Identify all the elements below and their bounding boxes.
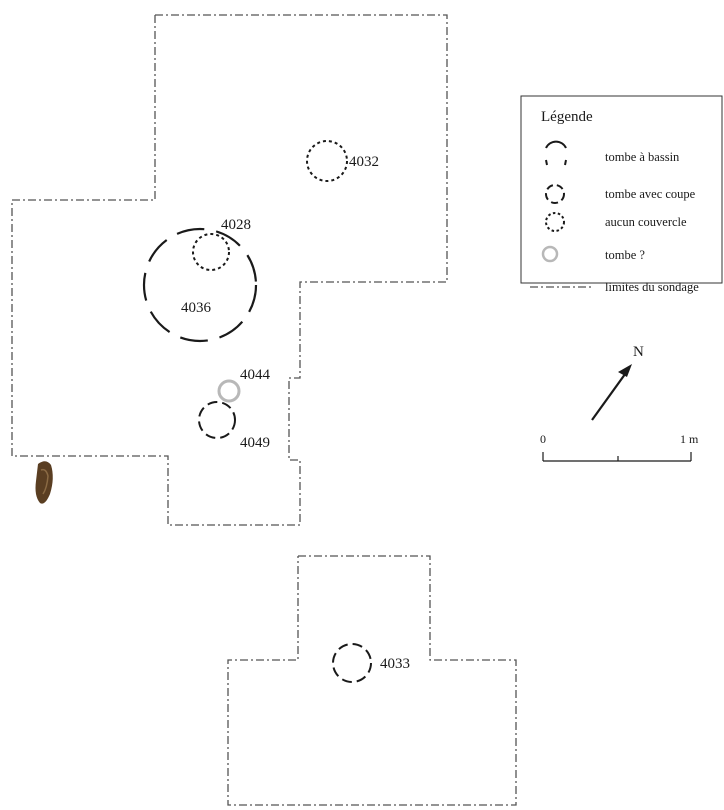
north-label: N bbox=[633, 344, 644, 360]
label-4028: 4028 bbox=[221, 217, 251, 233]
north-arrow-shaft bbox=[591, 369, 629, 421]
artifact-highlight bbox=[40, 468, 49, 495]
legend-title: Légende bbox=[541, 109, 593, 125]
legend-basin-grave-icon bbox=[545, 140, 567, 166]
label-4036: 4036 bbox=[181, 300, 212, 316]
north-arrow-head-icon bbox=[618, 364, 632, 377]
label-4033: 4033 bbox=[380, 656, 410, 672]
scale-end-label: 1 m bbox=[680, 432, 699, 446]
legend-box bbox=[520, 95, 723, 284]
lower-trench-boundary bbox=[227, 555, 517, 806]
scale-start-label: 0 bbox=[540, 432, 546, 446]
legend-cup-grave-icon bbox=[545, 184, 565, 204]
grave-4032-marker bbox=[306, 140, 348, 182]
legend-item-label: tombe avec coupe bbox=[605, 187, 696, 201]
grave-4036-marker bbox=[142, 227, 258, 343]
legend-item-label: aucun couvercle bbox=[605, 215, 687, 229]
legend-item-label: tombe à bassin bbox=[605, 150, 680, 164]
legend-no-lid-icon bbox=[545, 212, 565, 232]
label-4032: 4032 bbox=[349, 154, 379, 170]
legend-item-label: tombe ? bbox=[605, 248, 645, 262]
grave-4033-marker bbox=[332, 643, 372, 683]
scale-bar: 0 1 m bbox=[540, 432, 699, 462]
artifact-object bbox=[35, 461, 53, 504]
upper-trench-boundary bbox=[11, 14, 448, 526]
grave-4044-marker bbox=[217, 379, 241, 403]
grave-4028-marker bbox=[192, 233, 230, 271]
north-arrow: N bbox=[591, 344, 644, 421]
label-4044: 4044 bbox=[240, 367, 271, 383]
legend-uncertain-grave-icon bbox=[541, 245, 559, 263]
label-4049: 4049 bbox=[240, 435, 270, 451]
grave-4049-marker bbox=[198, 401, 236, 439]
legend: Légende tombe à bassin tombe avec coupe … bbox=[520, 95, 723, 294]
legend-item-label: limites du sondage bbox=[605, 280, 699, 294]
